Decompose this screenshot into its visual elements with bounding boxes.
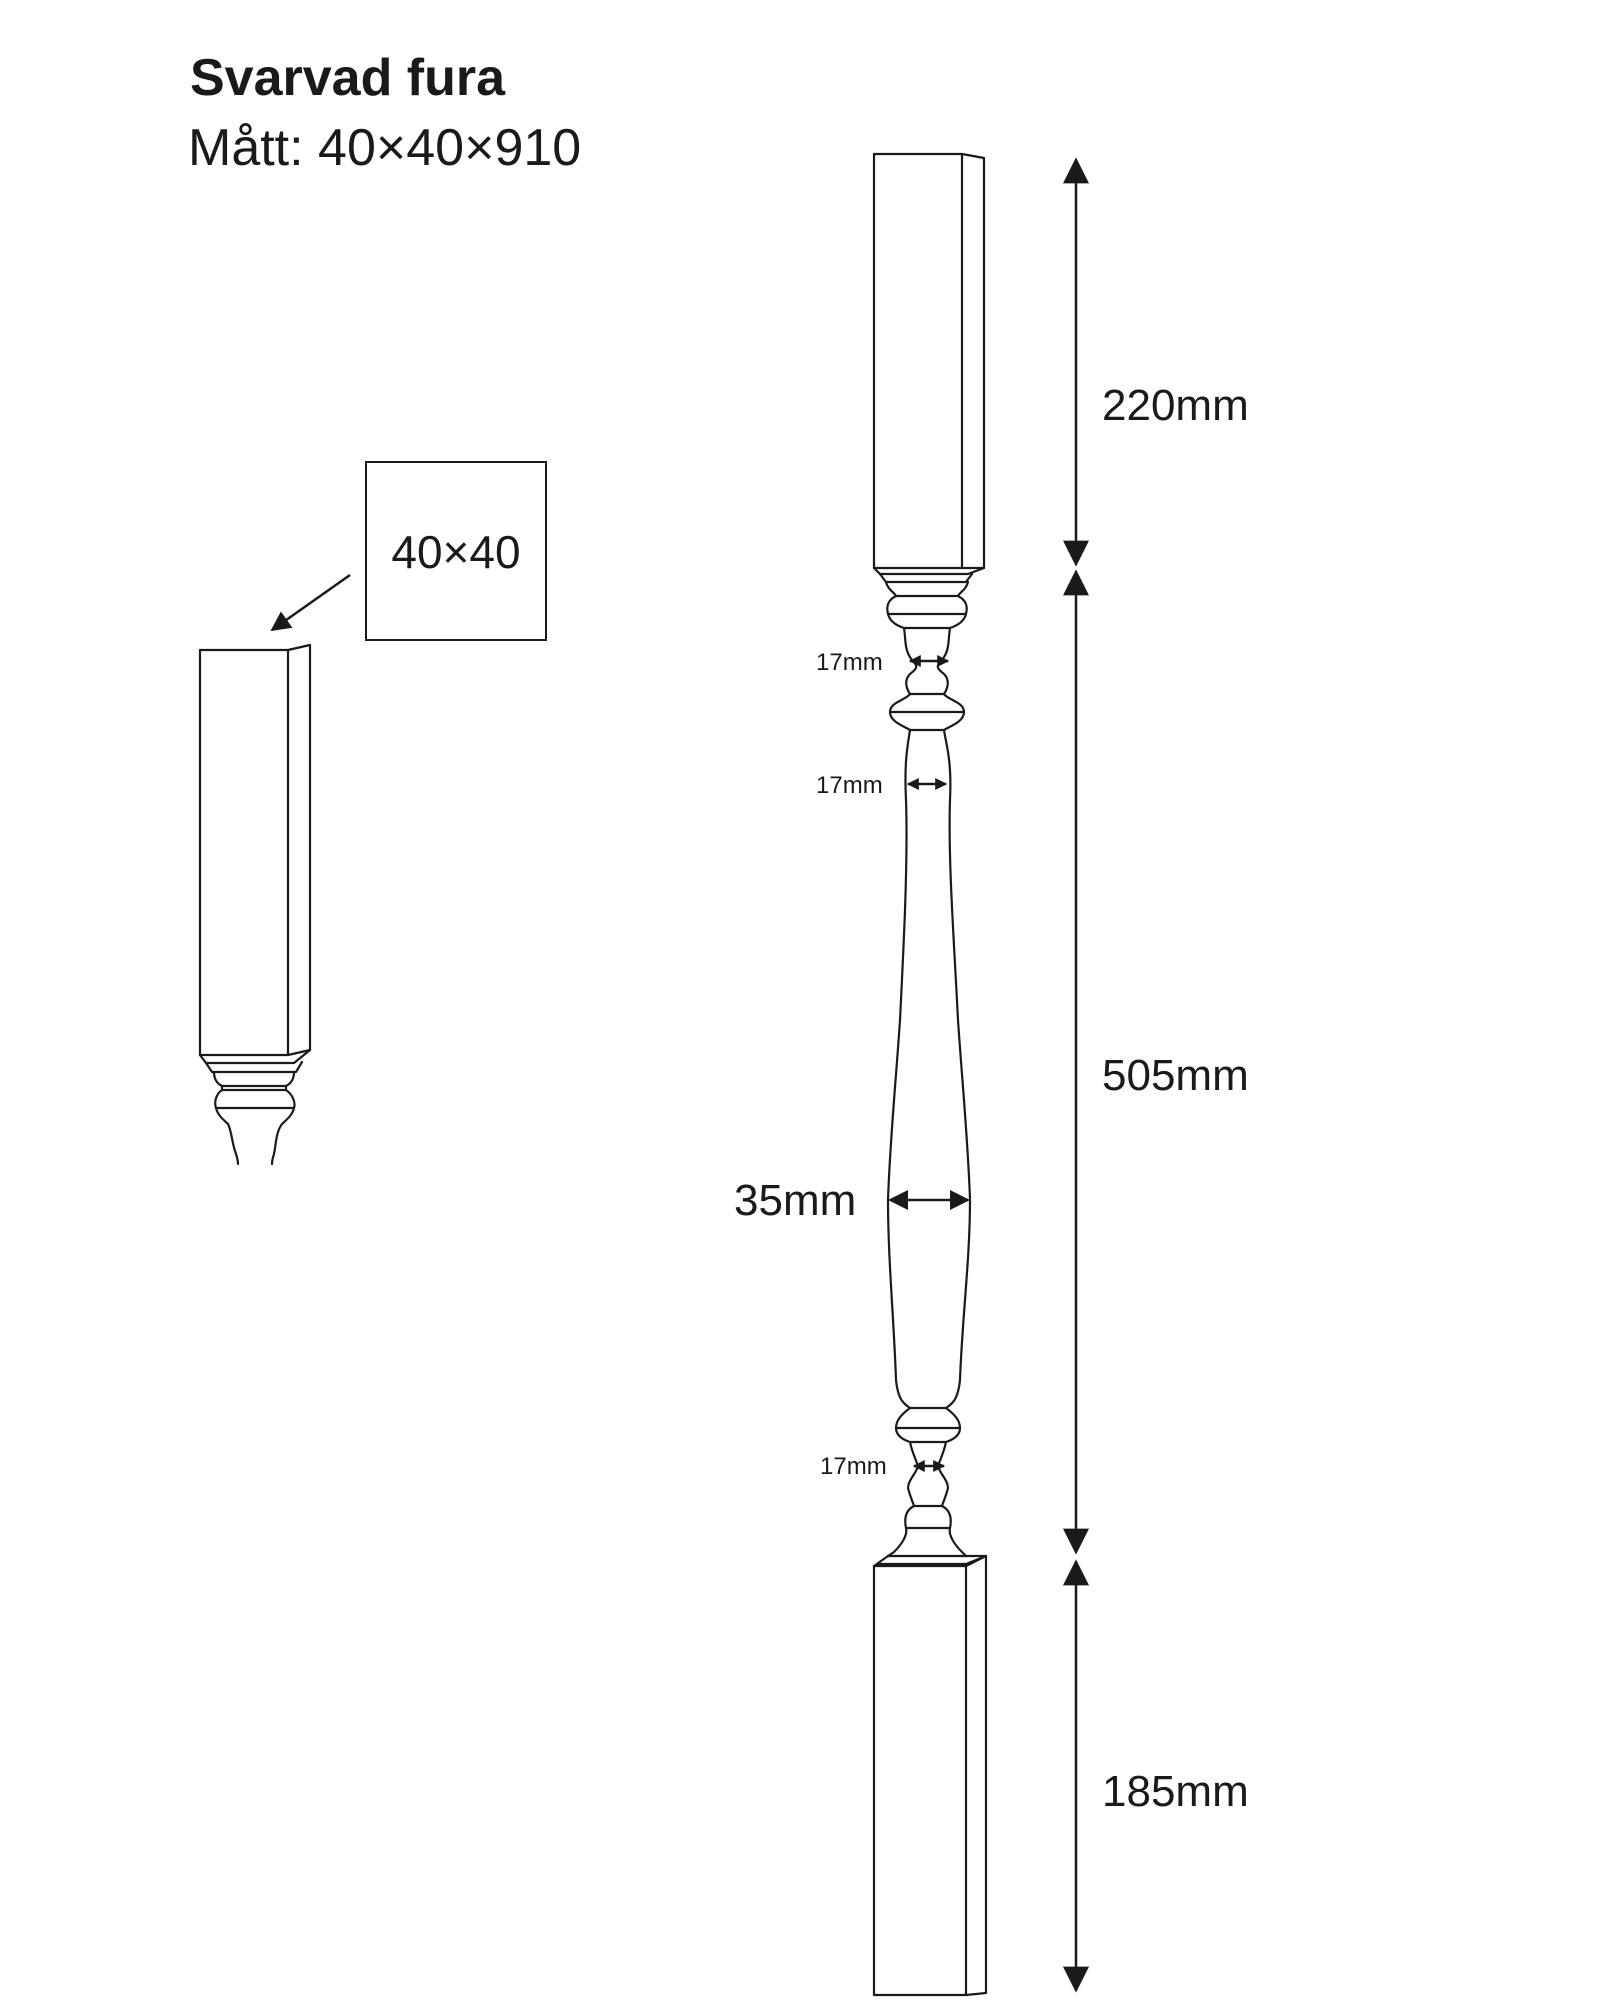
cross-section-box — [365, 461, 547, 641]
cross-section-label: 40×40 — [391, 526, 520, 578]
detail-pointer-arrow — [270, 573, 351, 632]
detail-turned-start — [212, 1070, 296, 1166]
turned-section-height: 505mm — [1102, 1051, 1249, 1100]
product-dimensions: Mått: 40×40×910 — [188, 119, 582, 177]
upper-neck-diameter: 17mm — [816, 649, 883, 676]
lower-neck-diameter: 17mm — [820, 1453, 887, 1480]
bottom-square-block — [872, 1554, 988, 1997]
upper-shaft-diameter: 17mm — [816, 772, 883, 799]
top-square-block — [872, 152, 986, 584]
bottom-block-height: 185mm — [1102, 1767, 1249, 1816]
top-block-height: 220mm — [1102, 381, 1249, 430]
detail-square-block — [198, 643, 312, 1074]
product-title: Svarvad fura — [190, 49, 506, 107]
turned-section — [884, 580, 972, 1558]
belly-diameter: 35mm — [734, 1176, 856, 1225]
